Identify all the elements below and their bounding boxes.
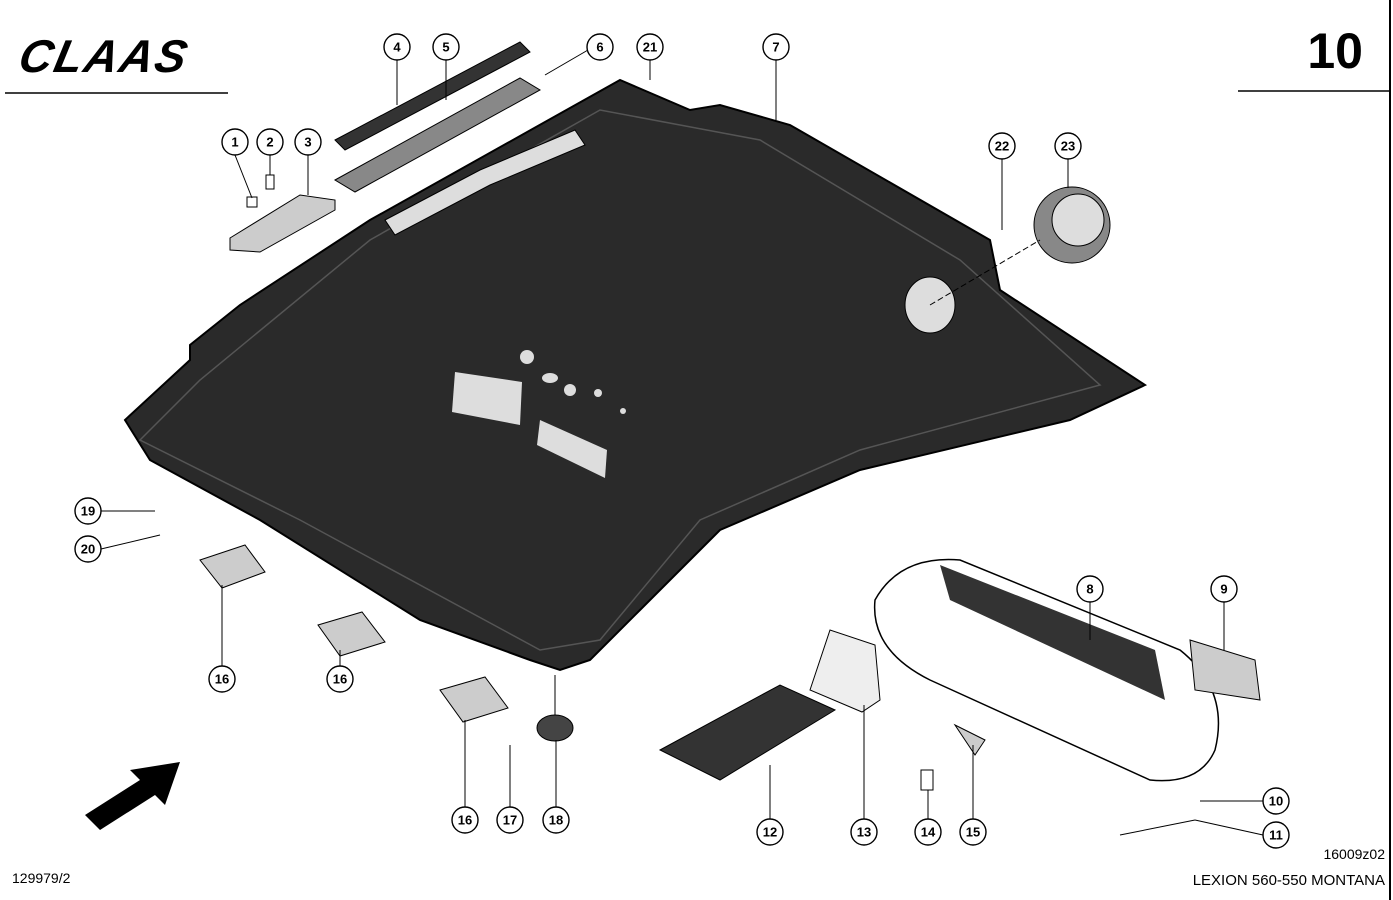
headliner-hole — [564, 384, 576, 396]
svg-text:2: 2 — [266, 135, 273, 150]
part-2-bulb — [265, 174, 275, 190]
part-16-lamp — [439, 676, 509, 723]
headliner-panel — [123, 78, 1148, 672]
callout-14[interactable]: 14 — [914, 818, 942, 846]
callout-22[interactable]: 22 — [988, 132, 1016, 160]
svg-text:22: 22 — [995, 139, 1009, 154]
callout-19[interactable]: 19 — [74, 497, 102, 525]
part-3-lamp — [229, 194, 336, 253]
headliner-hole — [520, 350, 534, 364]
headliner-opening-left — [452, 372, 522, 425]
headliner-opening-right — [537, 420, 607, 478]
callout-8[interactable]: 8 — [1076, 575, 1104, 603]
headliner-opening-top — [384, 129, 586, 236]
callout-17[interactable]: 17 — [496, 806, 524, 834]
svg-text:4: 4 — [393, 40, 401, 55]
part-12-tray — [658, 684, 837, 781]
leader-lines — [100, 49, 1264, 836]
callout-21[interactable]: 21 — [636, 33, 664, 61]
svg-text:21: 21 — [643, 40, 657, 55]
part-23-speaker-grille — [1051, 193, 1105, 247]
svg-text:9: 9 — [1220, 582, 1227, 597]
part-1-bulb — [246, 196, 258, 208]
svg-text:3: 3 — [304, 135, 311, 150]
svg-text:16: 16 — [458, 813, 472, 828]
callout-11[interactable]: 11 — [1262, 821, 1290, 849]
svg-text:23: 23 — [1061, 139, 1075, 154]
svg-text:1: 1 — [231, 135, 238, 150]
part-8-console — [873, 558, 1220, 782]
svg-text:8: 8 — [1086, 582, 1093, 597]
svg-text:15: 15 — [966, 825, 980, 840]
callout-2[interactable]: 2 — [256, 128, 284, 156]
svg-text:16: 16 — [333, 672, 347, 687]
callout-10[interactable]: 10 — [1262, 787, 1290, 815]
svg-text:13: 13 — [857, 825, 871, 840]
svg-text:10: 10 — [1269, 794, 1283, 809]
model-name: LEXION 560-550 MONTANA — [1192, 872, 1385, 889]
claas-logo: CLAAS — [15, 30, 194, 81]
part-13-cover — [809, 629, 881, 713]
callout-16[interactable]: 16 — [208, 665, 236, 693]
callout-9[interactable]: 9 — [1210, 575, 1238, 603]
direction-arrow-icon — [85, 762, 180, 830]
callout-16[interactable]: 16 — [326, 665, 354, 693]
callout-3[interactable]: 3 — [294, 128, 322, 156]
part-8-console-opening — [940, 565, 1165, 700]
svg-text:16: 16 — [215, 672, 229, 687]
svg-text:17: 17 — [503, 813, 517, 828]
part-14-spring — [920, 769, 934, 791]
svg-text:5: 5 — [442, 40, 449, 55]
part-15-clip — [953, 723, 986, 756]
figure-code: 16009z02 — [1323, 846, 1385, 862]
headliner-inner-edge — [138, 109, 1102, 651]
callout-5[interactable]: 5 — [432, 33, 460, 61]
part-16-lamp — [317, 611, 386, 657]
svg-text:18: 18 — [549, 813, 563, 828]
callout-12[interactable]: 12 — [756, 818, 784, 846]
callout-15[interactable]: 15 — [959, 818, 987, 846]
svg-text:7: 7 — [772, 40, 779, 55]
svg-text:19: 19 — [81, 504, 95, 519]
callout-23[interactable]: 23 — [1054, 132, 1082, 160]
part-5-grille — [333, 77, 542, 193]
part-9-bracket — [1189, 639, 1261, 701]
headliner-hole — [594, 389, 602, 397]
headliner-hole — [542, 373, 558, 383]
part-18-vent — [536, 714, 574, 742]
drawing-reference: 129979/2 — [12, 870, 71, 886]
callout-18[interactable]: 18 — [542, 806, 570, 834]
callout-7[interactable]: 7 — [762, 33, 790, 61]
page-number: 10 — [1307, 23, 1363, 79]
callout-20[interactable]: 20 — [74, 535, 102, 563]
part-11-cable — [1119, 819, 1196, 836]
svg-text:14: 14 — [921, 825, 936, 840]
callout-1[interactable]: 1 — [221, 128, 249, 156]
callout-4[interactable]: 4 — [383, 33, 411, 61]
callout-13[interactable]: 13 — [850, 818, 878, 846]
svg-text:20: 20 — [81, 542, 95, 557]
headliner-hole — [620, 408, 626, 414]
callout-16[interactable]: 16 — [451, 806, 479, 834]
callout-6[interactable]: 6 — [586, 33, 614, 61]
svg-text:12: 12 — [763, 825, 777, 840]
svg-text:11: 11 — [1269, 828, 1283, 843]
part-4-strip — [334, 41, 531, 151]
part-16-lamp — [199, 544, 266, 589]
svg-text:6: 6 — [596, 40, 603, 55]
